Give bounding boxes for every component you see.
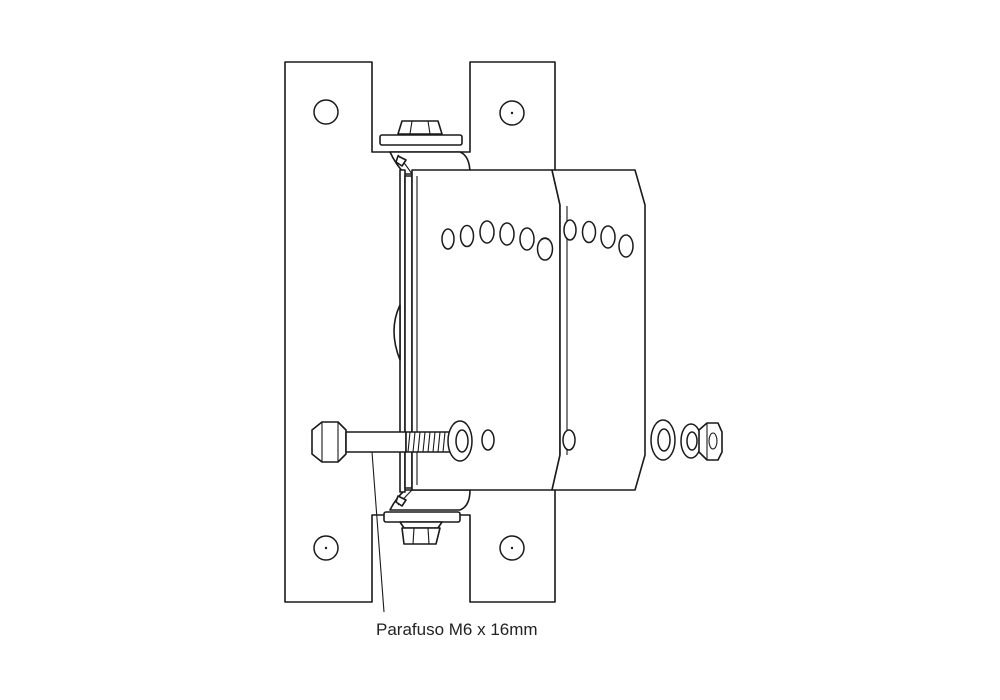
swivel-body	[393, 169, 413, 493]
bolt-callout-label: Parafuso M6 x 16mm	[376, 620, 538, 639]
callout-leader-line	[371, 451, 385, 613]
plate-hole-top-left	[313, 99, 339, 125]
bottom-hex-bolt	[383, 511, 461, 545]
bolt-washer	[447, 420, 473, 462]
top-hex-bolt	[379, 120, 463, 146]
rear-plate-adjustment-holes	[563, 219, 634, 258]
plate-mounting-holes	[313, 99, 525, 561]
through-bolt	[311, 421, 451, 463]
front-plate-adjustment-holes	[441, 220, 554, 261]
exploded-hex-nut	[698, 422, 723, 461]
pivot-hole-rear	[562, 429, 576, 451]
pivot-hole-front	[481, 429, 495, 451]
exploded-washers	[650, 419, 702, 461]
bottom-hinge-bracket	[389, 489, 471, 511]
top-hinge-bracket	[389, 151, 471, 175]
